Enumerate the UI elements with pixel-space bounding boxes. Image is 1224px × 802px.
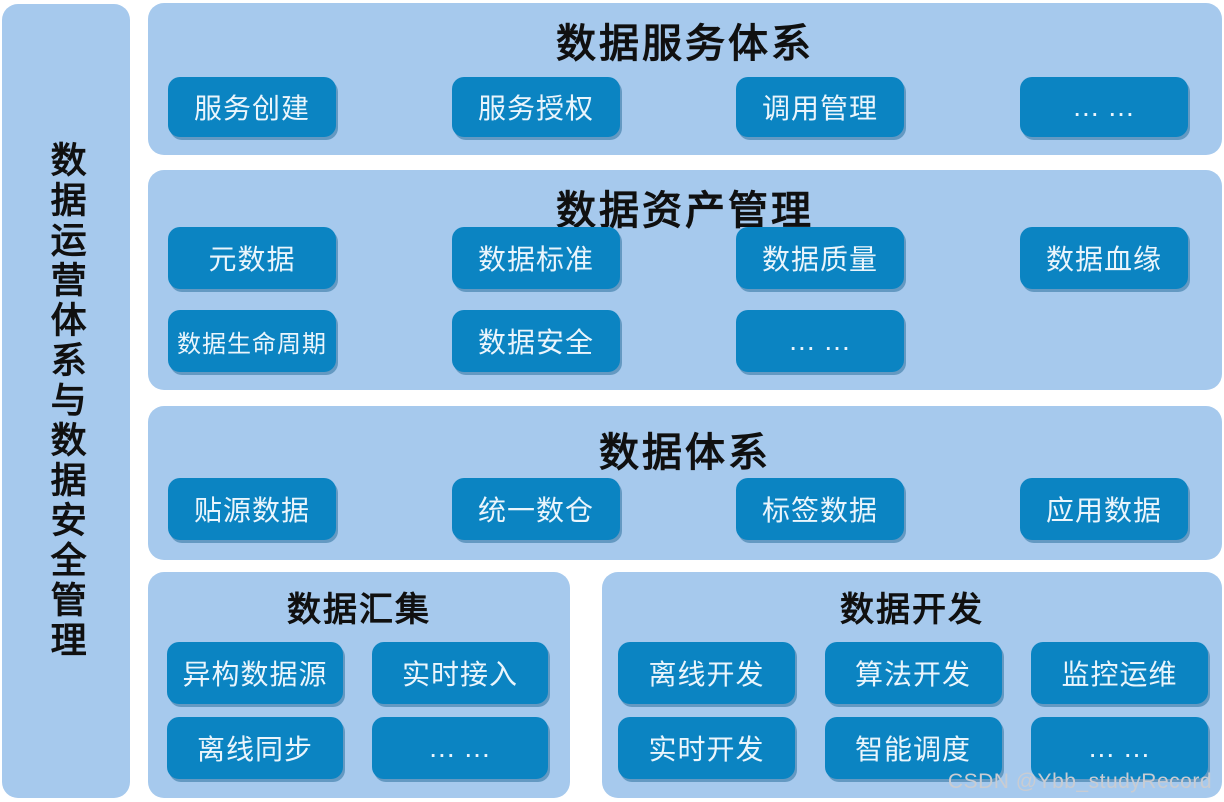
panel-title-data-collection: 数据汇集 [287, 591, 431, 629]
panel-data-service-system: 数据服务体系 服务创建 服务授权 调用管理 ... ... [148, 3, 1222, 155]
sidebar-title: 数据运营体系与数据安全管理 [45, 141, 87, 661]
chip-data-standard: 数据标准 [452, 227, 620, 289]
chip-algorithm-dev: 算法开发 [824, 642, 1002, 704]
chip-offline-dev: 离线开发 [618, 642, 795, 704]
chip-unified-warehouse: 统一数仓 [452, 478, 620, 540]
chip-grid-data-collection: 异构数据源 实时接入 离线同步 ... ... [148, 642, 570, 779]
panel-title-data-asset: 数据资产管理 [556, 189, 814, 233]
chip-realtime-dev: 实时开发 [618, 717, 795, 779]
panel-data-collection: 数据汇集 异构数据源 实时接入 离线同步 ... ... [148, 572, 570, 798]
chip-ods-data: 贴源数据 [168, 478, 336, 540]
chip-grid-data-service: 服务创建 服务授权 调用管理 ... ... [148, 77, 1222, 137]
panel-data-asset-management: 数据资产管理 元数据 数据标准 数据质量 数据血缘 数据生命周期 数据安全 ..… [148, 170, 1222, 390]
chip-call-management: 调用管理 [736, 77, 904, 137]
chip-more-service: ... ... [1020, 77, 1188, 137]
panel-title-data-development: 数据开发 [840, 591, 984, 629]
sidebar-data-ops-and-security: 数据运营体系与数据安全管理 [2, 4, 130, 798]
panel-title-data-system: 数据体系 [599, 431, 771, 475]
panel-data-system: 数据体系 贴源数据 统一数仓 标签数据 应用数据 [148, 406, 1222, 560]
chip-grid-data-development: 离线开发 算法开发 监控运维 实时开发 智能调度 ... ... [602, 642, 1222, 779]
chip-intelligent-scheduling: 智能调度 [824, 717, 1002, 779]
chip-service-create: 服务创建 [168, 77, 336, 137]
chip-data-lifecycle: 数据生命周期 [168, 310, 336, 372]
csdn-watermark: CSDN @Ybb_studyRecord [947, 770, 1212, 793]
chip-data-lineage: 数据血缘 [1020, 227, 1188, 289]
chip-service-auth: 服务授权 [452, 77, 620, 137]
panel-data-development: 数据开发 离线开发 算法开发 监控运维 实时开发 智能调度 ... ... [602, 572, 1222, 798]
chip-more-dev: ... ... [1031, 717, 1208, 779]
chip-tag-data: 标签数据 [736, 478, 904, 540]
panel-title-data-service: 数据服务体系 [556, 22, 814, 66]
chip-grid-data-asset: 元数据 数据标准 数据质量 数据血缘 数据生命周期 数据安全 ... ... [148, 227, 1222, 372]
chip-grid-data-system: 贴源数据 统一数仓 标签数据 应用数据 [148, 478, 1222, 540]
chip-data-security: 数据安全 [452, 310, 620, 372]
chip-heterogeneous-source: 异构数据源 [167, 642, 343, 704]
chip-application-data: 应用数据 [1020, 478, 1188, 540]
chip-realtime-ingestion: 实时接入 [372, 642, 548, 704]
chip-more-asset: ... ... [736, 310, 904, 372]
chip-more-collection: ... ... [372, 717, 548, 779]
chip-offline-sync: 离线同步 [167, 717, 343, 779]
chip-data-quality: 数据质量 [736, 227, 904, 289]
chip-metadata: 元数据 [168, 227, 336, 289]
chip-monitoring-ops: 监控运维 [1031, 642, 1208, 704]
